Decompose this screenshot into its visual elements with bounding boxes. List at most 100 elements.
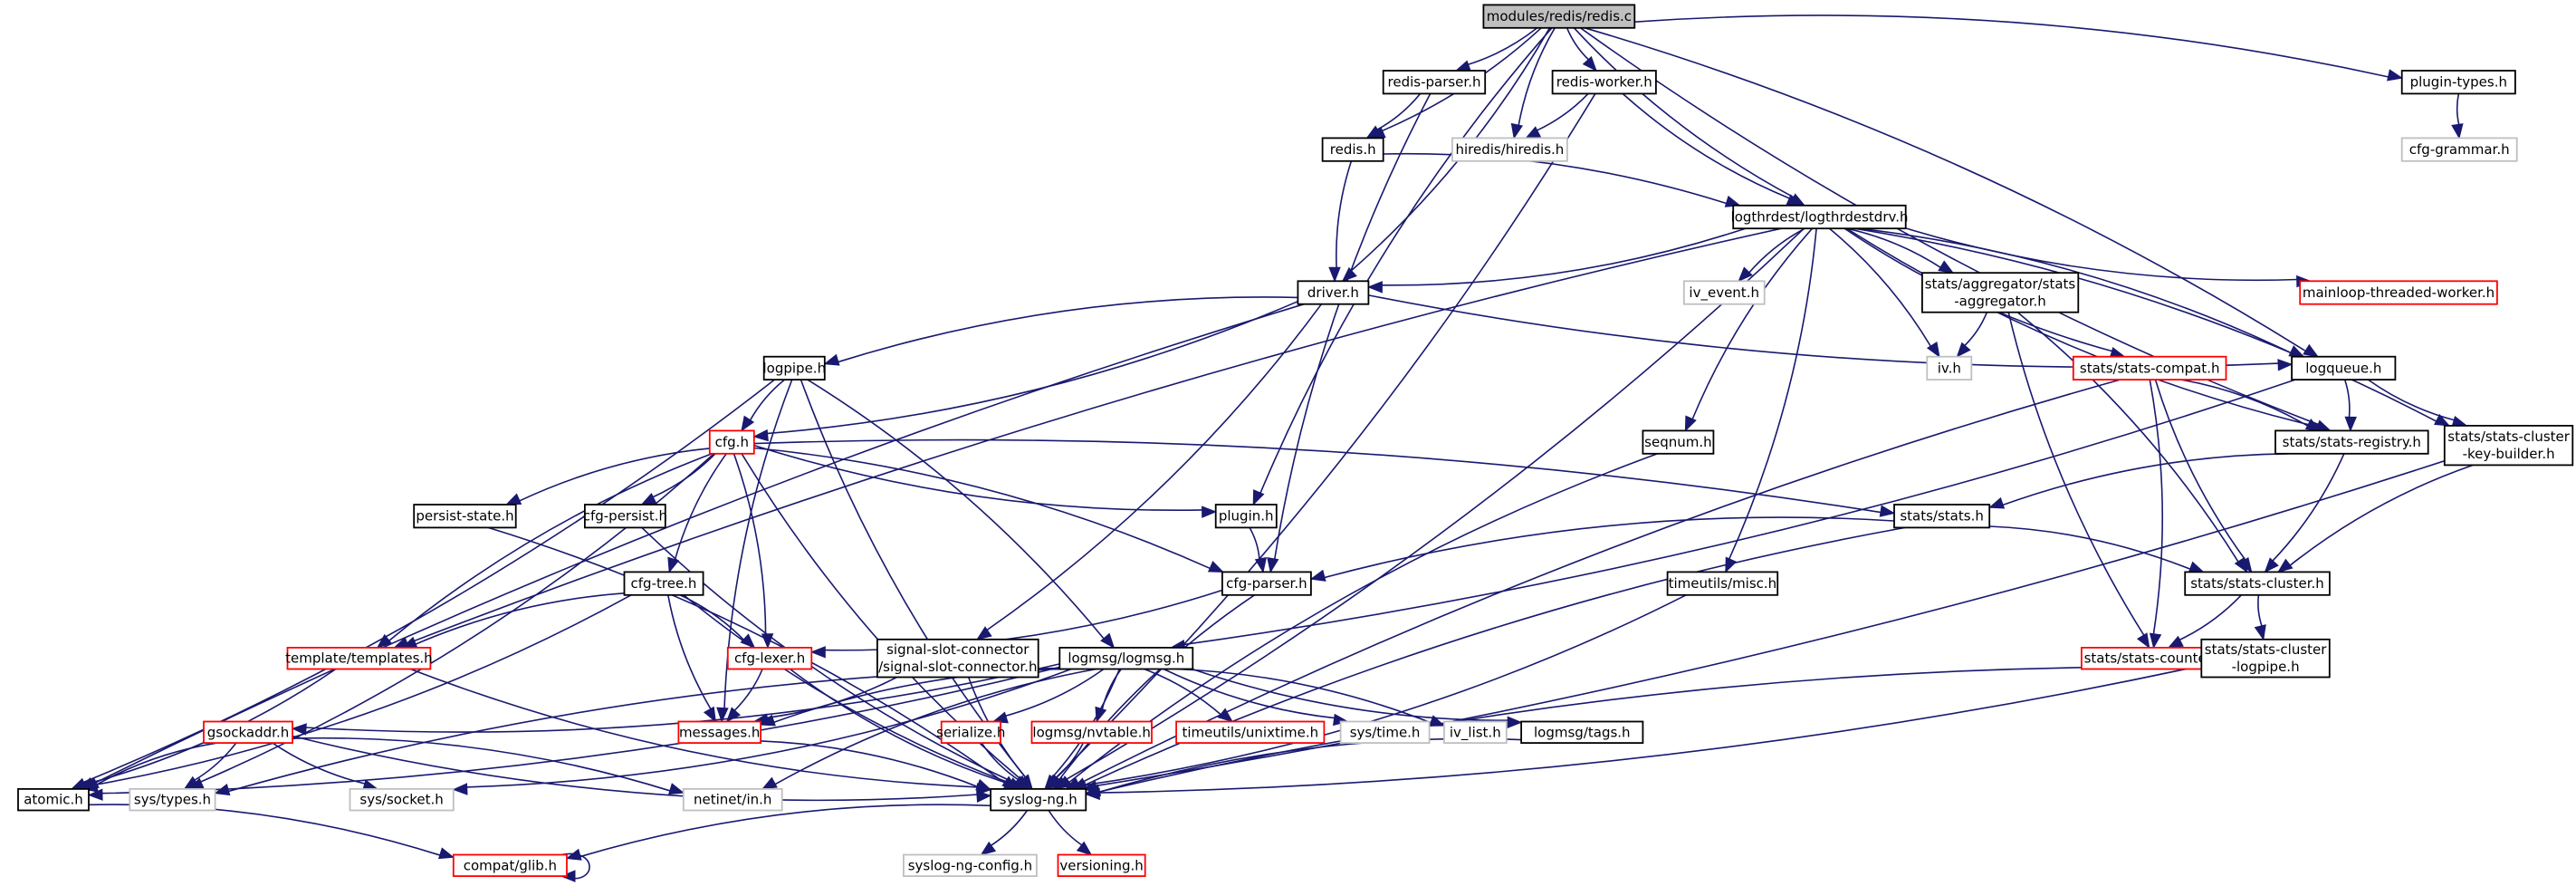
edge-line (1058, 594, 1255, 781)
edge-line (409, 668, 979, 788)
node-box (876, 638, 1039, 679)
node-serialize[interactable]: serialize.h (936, 720, 1005, 745)
node-iv-h[interactable]: iv.h (1926, 355, 1973, 381)
node-label: logmsg/logmsg.h (1068, 650, 1184, 667)
edge-cfg_tree-to-atomic (81, 594, 632, 793)
node-label: gsockaddr.h (207, 724, 289, 740)
node-label: logmsg/tags.h (1534, 724, 1631, 740)
arrowhead-icon (1328, 266, 1341, 283)
node-stats-registry[interactable]: stats/stats-registry.h (2274, 429, 2429, 455)
node-sys-socket[interactable]: sys/socket.h (349, 788, 455, 812)
node-box (1666, 571, 1779, 596)
edge-logthrdestdrv-to-templates (393, 227, 1782, 649)
edge-line (579, 804, 991, 858)
node-stats-cluster[interactable]: stats/stats-cluster.h (2184, 571, 2331, 596)
node-iv-event[interactable]: iv_event.h (1682, 280, 1766, 305)
edge-line (95, 594, 632, 785)
edge-line (2154, 379, 2247, 562)
node-label: sys/socket.h (359, 792, 443, 808)
arrowhead-icon (740, 633, 756, 649)
node-redis-worker[interactable]: redis-worker.h (1551, 70, 1657, 95)
node-stats-compat[interactable]: stats/stats-compat.h (2072, 355, 2227, 381)
node-stats-h[interactable]: stats/stats.h (1893, 504, 1991, 529)
node-messages[interactable]: messages.h (677, 720, 762, 745)
node-unixtime[interactable]: timeutils/unixtime.h (1175, 720, 1326, 745)
edge-line (560, 852, 590, 880)
node-netinet[interactable]: netinet/in.h (682, 788, 783, 812)
node-plugin-types[interactable]: plugin-types.h (2400, 70, 2516, 95)
node-logpipe[interactable]: logpipe.h (763, 355, 827, 381)
edge-line (1101, 669, 1122, 710)
edge-logmsg-to-sys_time (1163, 668, 1349, 727)
edge-syslog_ng-to-sng_config (980, 810, 1029, 856)
node-box (1642, 429, 1715, 455)
node-gsockaddr[interactable]: gsockaddr.h (203, 720, 293, 745)
edge-line (1573, 27, 1796, 199)
node-tu-misc[interactable]: timeutils/misc.h (1666, 571, 1779, 596)
edge-logqueue-to-logmsg (1169, 379, 2296, 652)
node-stats-aggregator[interactable]: stats/aggregator/stats-aggregator.h (1920, 272, 2080, 313)
node-syslog-ng[interactable]: syslog-ng.h (990, 788, 1087, 812)
node-stats-clp[interactable]: stats/stats-cluster-logpipe.h (2200, 638, 2331, 679)
edge-cfg_h-to-cfg_parser (753, 447, 1225, 573)
node-tags[interactable]: logmsg/tags.h (1520, 720, 1644, 745)
node-compat-glib[interactable]: compat/glib.h (452, 853, 568, 878)
arrowhead-icon (1217, 708, 1234, 723)
edge-line (990, 810, 1029, 847)
node-label: stats/stats-compat.h (2080, 360, 2220, 376)
edge-line (193, 742, 237, 782)
node-driver[interactable]: driver.h (1297, 280, 1370, 305)
node-redis-c[interactable]: modules/redis/redis.c (1482, 4, 1636, 29)
edges-layer (70, 14, 2474, 882)
node-versioning[interactable]: versioning.h (1057, 853, 1146, 878)
node-ssc[interactable]: signal-slot-connector/signal-slot-connec… (876, 638, 1039, 679)
edge-line (1084, 594, 1687, 786)
node-label: timeutils/misc.h (1669, 575, 1777, 592)
edge-stats_compat-to-stats_registry (2180, 379, 2322, 432)
edge-line (1748, 227, 1805, 274)
edge-cfg_lexer-to-messages (725, 669, 763, 723)
edge-cfg_h-to-persist_state (505, 448, 710, 506)
node-cfg-persist[interactable]: cfg-persist.h (583, 504, 667, 529)
node-plugin-h[interactable]: plugin.h (1214, 504, 1278, 529)
node-sys-time[interactable]: sys/time.h (1339, 720, 1431, 745)
node-box (1451, 137, 1568, 162)
node-templates[interactable]: template/templates.h (285, 647, 433, 670)
node-box (623, 571, 704, 596)
arrowhead-icon (2344, 416, 2357, 432)
node-label: cfg-grammar.h (2409, 141, 2510, 158)
node-cfg-tree[interactable]: cfg-tree.h (623, 571, 704, 596)
node-redis-h[interactable]: redis.h (1321, 137, 1384, 162)
node-logthrdestdrv[interactable]: logthrdest/logthrdestdrv.h (1731, 204, 1909, 230)
node-persist-state[interactable]: persist-state.h (413, 504, 517, 529)
node-cfg-h[interactable]: cfg.h (708, 429, 755, 455)
node-label: sys/time.h (1350, 724, 1421, 740)
node-hiredis[interactable]: hiredis/hiredis.h (1451, 137, 1568, 162)
node-atomic[interactable]: atomic.h (17, 788, 90, 812)
node-box (2184, 571, 2331, 596)
edge-line (1634, 14, 2389, 78)
edge-logmsg-to-netinet (761, 668, 1097, 790)
node-logmsg[interactable]: logmsg/logmsg.h (1058, 647, 1194, 670)
node-cfg-grammar[interactable]: cfg-grammar.h (2400, 137, 2518, 162)
node-mainloop-tw[interactable]: mainloop-threaded-worker.h (2299, 280, 2498, 305)
edge-logpipe-to-cfg_h (741, 379, 786, 432)
node-label: stats/stats-registry.h (2283, 434, 2421, 450)
node-sng-config[interactable]: syslog-ng-config.h (903, 853, 1038, 878)
node-seqnum[interactable]: seqnum.h (1642, 429, 1715, 455)
edge-line (1259, 27, 1553, 495)
edge-line (641, 526, 1013, 783)
edge-redis_c-to-plugin_h (1252, 27, 1553, 506)
node-box (1214, 504, 1278, 529)
node-box (940, 720, 1001, 745)
edge-logthrdestdrv-to-syslog_ng (1051, 227, 1805, 790)
node-logqueue[interactable]: logqueue.h (2291, 355, 2397, 381)
node-sys-types[interactable]: sys/types.h (129, 788, 216, 812)
node-redis-parser[interactable]: redis-parser.h (1382, 70, 1487, 95)
node-cfg-lexer[interactable]: cfg-lexer.h (726, 647, 813, 670)
node-box (2299, 280, 2498, 305)
node-iv-list[interactable]: iv_list.h (1443, 720, 1508, 745)
node-stats-ckb[interactable]: stats/stats-cluster-key-builder.h (2443, 424, 2574, 467)
node-cfg-parser[interactable]: cfg-parser.h (1221, 571, 1312, 596)
node-nvtable[interactable]: logmsg/nvtable.h (1030, 720, 1153, 745)
